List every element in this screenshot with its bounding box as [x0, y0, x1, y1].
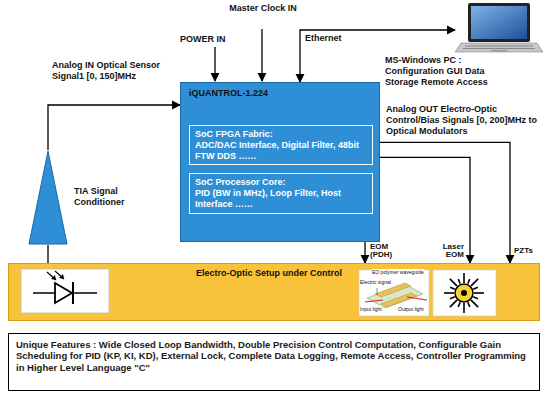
- laser-ray: [450, 287, 455, 289]
- laser-ray: [458, 279, 460, 284]
- node-heading: MS-Windows PC : Configuration GUI Data S…: [385, 55, 493, 87]
- node-heading: Electro-Optic Setup under Control: [149, 268, 389, 279]
- laser-ray: [474, 292, 484, 294]
- signal-label: Master Clock IN: [228, 3, 298, 14]
- node-body: PID (BW in MHz), Loop Filter, Host Inter…: [195, 188, 367, 210]
- node-heading: SoC Processor Core:: [195, 177, 367, 188]
- features-box: Unique Features : Wide Closed Loop Bandw…: [8, 333, 540, 391]
- laser-ray: [450, 279, 457, 286]
- tia-node: TIA Signal Conditioner: [28, 150, 68, 245]
- laser-ray: [450, 300, 457, 307]
- power-arrow: [214, 47, 215, 81]
- connector-label: Laser EOM: [432, 243, 464, 260]
- signal-label: POWER IN: [180, 34, 226, 45]
- illustration-label: Output light: [398, 306, 424, 312]
- laser-ray: [458, 302, 460, 307]
- signal-connector: [364, 242, 365, 263]
- laser-ray: [450, 297, 455, 299]
- controller-box: iQUANTROL-1.224SoC FPGA Fabric:ADC/DAC I…: [180, 82, 380, 242]
- signal-connector: [47, 245, 48, 263]
- pc-node: MS-Windows PC : Configuration GUI Data S…: [455, 2, 543, 54]
- illustration-label: Electric signal: [360, 279, 391, 285]
- node-heading: TIA Signal Conditioner: [74, 186, 152, 208]
- signal-connector: [380, 157, 470, 263]
- laser-ray: [473, 287, 478, 289]
- connector-label: Ethernet: [305, 33, 342, 44]
- node-body: ADC/DAC Interface, Digital Filter, 48bit…: [195, 140, 367, 162]
- signal-label: Analog OUT Electro-Optic Control/Bias Si…: [386, 104, 544, 136]
- laser-ray: [471, 300, 478, 307]
- signal-connector: [380, 142, 510, 263]
- illustration-label: Input light: [360, 306, 382, 312]
- node-heading: SoC FPGA Fabric:: [195, 129, 367, 140]
- connector-label: PZTs: [514, 246, 533, 256]
- signal-label: Analog IN Optical Sensor Signal1 [0, 150…: [52, 60, 172, 82]
- fpga-block: SoC FPGA Fabric:ADC/DAC Interface, Digit…: [189, 125, 373, 165]
- laser-ray: [444, 292, 454, 294]
- processor-block: SoC Processor Core:PID (BW in MHz), Loop…: [189, 173, 373, 213]
- setup-band: Electro-Optic Setup under Control: [8, 263, 540, 321]
- connector-label: EOM (PDH): [370, 243, 400, 260]
- node-heading: iQUANTROL-1.224: [189, 88, 371, 99]
- laser-ray: [468, 279, 470, 284]
- illustration-label: EO polymer waveguide: [372, 269, 424, 275]
- signal-connector: [48, 105, 180, 150]
- laser-rays: [444, 273, 484, 313]
- laser-ray: [463, 303, 465, 313]
- amplifier-triangle: [28, 150, 68, 245]
- laptop-icon: [455, 2, 543, 54]
- laser-ray: [463, 273, 465, 283]
- clock-arrow: [261, 29, 262, 81]
- node-heading: Unique Features : Wide Closed Loop Bandw…: [16, 339, 532, 373]
- laser-ray: [473, 297, 478, 299]
- laser-ray: [468, 302, 470, 307]
- laser-ray: [471, 279, 478, 286]
